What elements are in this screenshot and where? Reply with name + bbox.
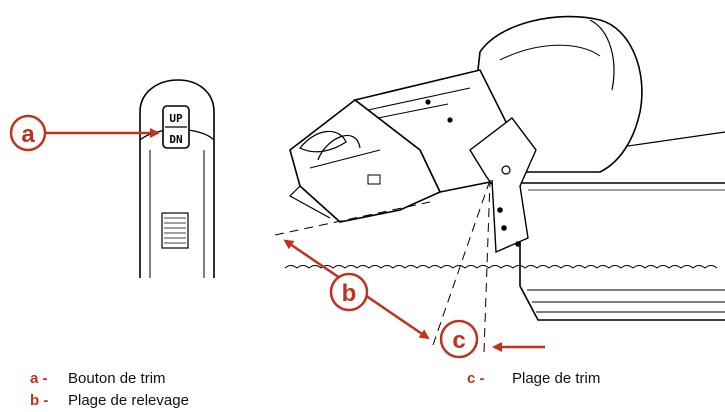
legend-key-c: c - (467, 370, 485, 387)
throttle-handle-illustration (139, 79, 215, 278)
boat-hull (519, 131, 725, 321)
callout-c: c (439, 319, 545, 359)
callout-b-label: b (342, 280, 357, 307)
legend-item-b: b - Plage de relevage (30, 392, 189, 410)
trim-up-label: UP (169, 112, 183, 125)
water-surface (284, 265, 718, 269)
outboard-motor (289, 15, 643, 254)
legend-label-b: Plage de relevage (68, 392, 189, 409)
trim-down-label: DN (169, 133, 182, 146)
range-lines (274, 179, 491, 353)
callout-a-label: a (21, 121, 35, 148)
callout-c-label: c (452, 327, 465, 354)
trim-button-illustration: UP DN (162, 105, 190, 149)
legend-item-c: c - Plage de trim (467, 370, 600, 388)
legend-item-a: a - Bouton de trim (30, 370, 166, 388)
legend-label-a: Bouton de trim (68, 370, 166, 387)
callout-a: a (9, 114, 160, 152)
callout-b: b (283, 239, 430, 340)
legend-key-a: a - (30, 370, 48, 387)
legend-key-b: b - (30, 392, 49, 409)
legend-label-c: Plage de trim (512, 370, 601, 387)
